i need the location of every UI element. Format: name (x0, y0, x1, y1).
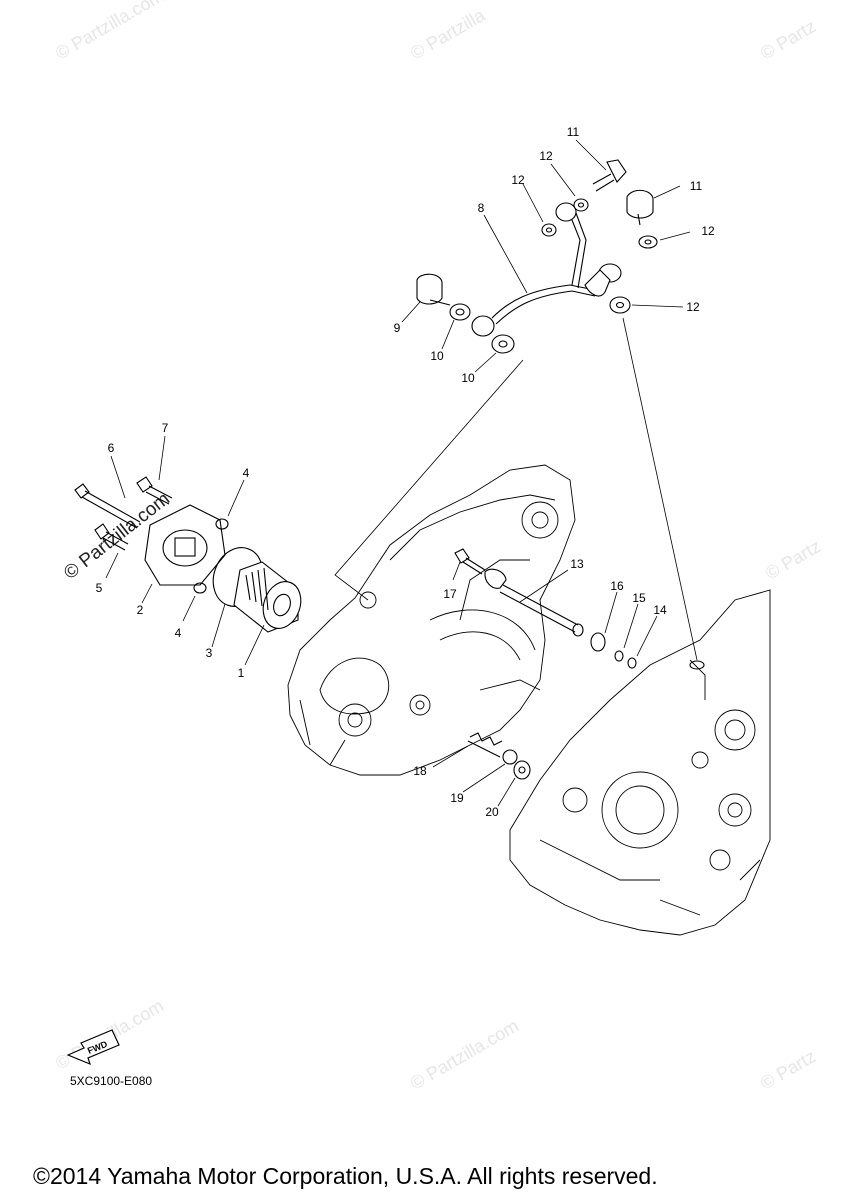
callout-12: 12 (686, 300, 700, 314)
callout-16: 16 (610, 579, 624, 593)
diagram-code: 5XC9100-E080 (70, 1074, 153, 1088)
callout-6: 6 (108, 441, 115, 455)
callout-18: 18 (413, 764, 427, 778)
oil-pipe-group (416, 159, 658, 354)
callout-15: 15 (632, 591, 646, 605)
watermark: © Partzilla.com (407, 1015, 522, 1093)
crankcase-right (509, 589, 771, 936)
callout-4: 4 (243, 466, 250, 480)
watermark: © Partzilla (407, 5, 489, 64)
callout-10: 10 (430, 349, 444, 363)
watermark: © Partz (762, 536, 824, 583)
filter-cover-group (74, 476, 302, 633)
callout-7: 7 (162, 421, 169, 435)
callout-11: 11 (690, 179, 703, 193)
callout-13: 13 (570, 557, 584, 571)
callout-3: 3 (206, 646, 213, 660)
callouts: 1 2 3 4 4 5 6 7 8 9 10 10 11 11 12 12 12… (96, 125, 715, 819)
callout-5: 5 (96, 581, 103, 595)
callout-12: 12 (701, 224, 715, 238)
crankcase-parts (454, 548, 637, 780)
callout-9: 9 (394, 321, 401, 335)
copyright-notice: ©2014 Yamaha Motor Corporation, U.S.A. A… (33, 1163, 658, 1189)
crankcase-left (287, 464, 576, 776)
callout-11: 11 (567, 125, 580, 139)
callout-12: 12 (539, 149, 553, 163)
watermark: © Partz (757, 16, 819, 63)
callout-10: 10 (461, 371, 475, 385)
callout-14: 14 (653, 603, 667, 617)
callout-8: 8 (478, 201, 485, 215)
fwd-arrow-icon: FWD (66, 1029, 120, 1066)
callout-2: 2 (137, 603, 144, 617)
watermark: © Partz (757, 1046, 819, 1093)
callout-20: 20 (485, 805, 499, 819)
leader-lines (105, 139, 698, 807)
callout-1: 1 (238, 666, 245, 680)
callout-12: 12 (511, 173, 525, 187)
callout-4: 4 (175, 626, 182, 640)
callout-19: 19 (450, 791, 464, 805)
watermark: © Partzilla.com (52, 0, 167, 63)
callout-17: 17 (443, 587, 457, 601)
